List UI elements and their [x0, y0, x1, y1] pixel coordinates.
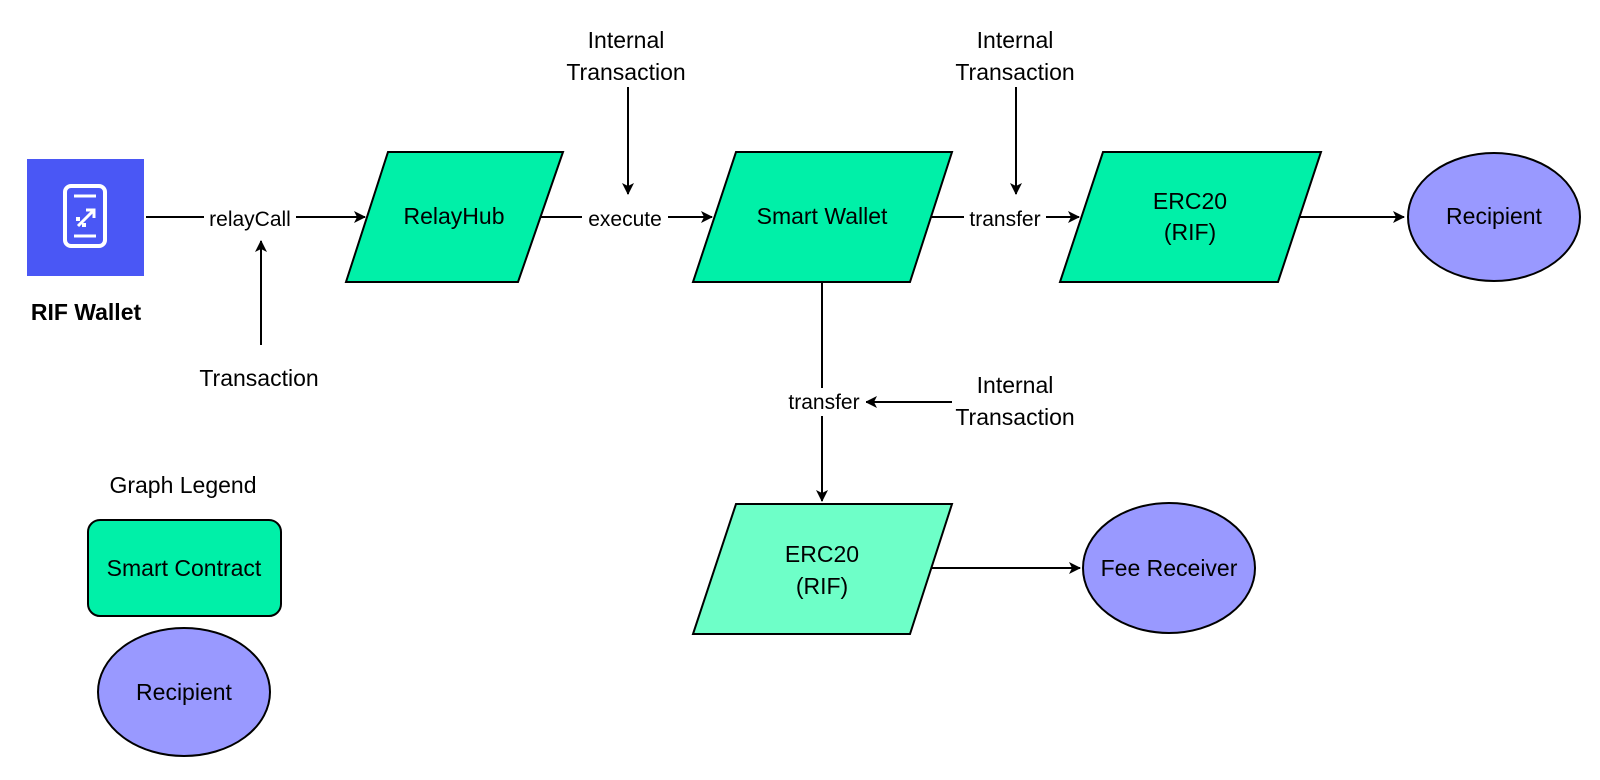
graph-legend: Graph Legend Smart Contract Recipient [87, 472, 282, 757]
recipient-label: Recipient [1446, 203, 1542, 229]
transaction-annotation: Transaction [199, 365, 318, 391]
internal-transaction-3-line2: Transaction [955, 404, 1074, 430]
wallet-title: RIF Wallet [31, 299, 142, 325]
legend-smart-contract-label: Smart Contract [107, 555, 262, 581]
edge-label-transfer-top: transfer [964, 204, 1046, 232]
internal-transaction-2-line2: Transaction [955, 59, 1074, 85]
erc20-bottom-node[interactable]: ERC20 (RIF) [691, 503, 954, 635]
legend-smart-contract-swatch [87, 519, 282, 617]
fee-receiver-label: Fee Receiver [1101, 555, 1238, 581]
legend-recipient-label: Recipient [136, 679, 232, 705]
erc20-top-node[interactable]: ERC20 (RIF) [1058, 151, 1323, 283]
legend-title: Graph Legend [109, 472, 256, 498]
svg-text:execute: execute [588, 208, 662, 231]
internal-transaction-3-line1: Internal [977, 372, 1054, 398]
fee-receiver-node[interactable]: Fee Receiver [1082, 502, 1256, 634]
relayhub-label: RelayHub [404, 203, 505, 229]
smart-wallet-label: Smart Wallet [757, 203, 888, 229]
internal-transaction-2-line1: Internal [977, 27, 1054, 53]
svg-text:relayCall: relayCall [209, 208, 291, 231]
recipient-node[interactable]: Recipient [1407, 152, 1581, 282]
edge-label-transfer-bottom: transfer [782, 388, 866, 416]
internal-transaction-1-line1: Internal [588, 27, 665, 53]
erc20-bottom-sublabel: (RIF) [796, 573, 848, 599]
edge-label-relaycall: relayCall [204, 204, 296, 232]
relayhub-node[interactable]: RelayHub [344, 151, 565, 283]
erc20-bottom-label: ERC20 [785, 541, 859, 567]
smart-wallet-node[interactable]: Smart Wallet [691, 151, 954, 283]
edge-label-execute: execute [582, 204, 668, 232]
svg-text:transfer: transfer [969, 208, 1040, 231]
legend-recipient-swatch [97, 627, 271, 757]
rif-wallet-node[interactable] [27, 159, 144, 276]
erc20-top-sublabel: (RIF) [1164, 219, 1216, 245]
erc20-top-label: ERC20 [1153, 188, 1227, 214]
svg-text:transfer: transfer [788, 391, 859, 414]
internal-transaction-1-line2: Transaction [566, 59, 685, 85]
